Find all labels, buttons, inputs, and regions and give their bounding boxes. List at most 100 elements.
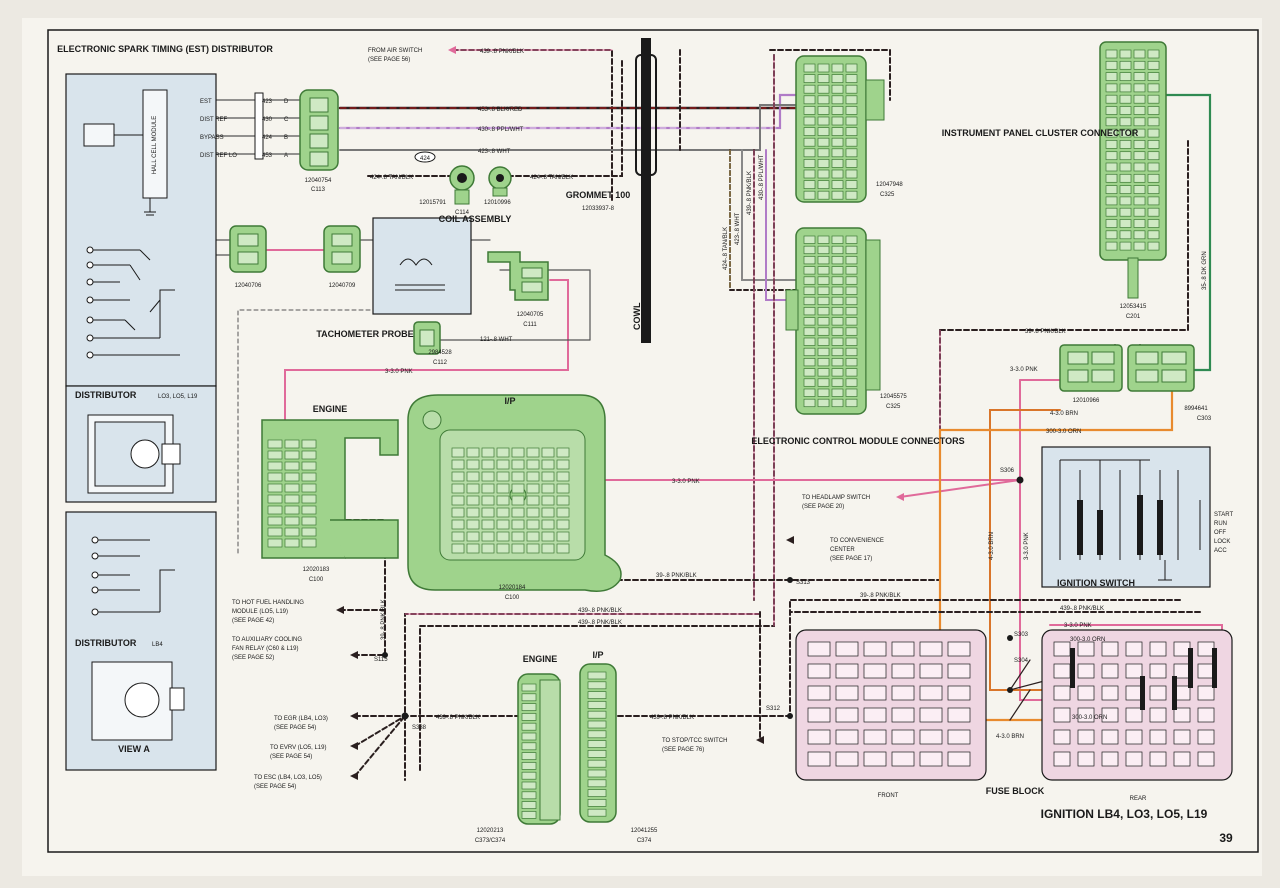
connector-cavity [845,63,858,73]
connector-cavity [521,713,537,721]
connector-cavity [831,378,844,387]
connector-cavity [845,388,858,397]
connector-c100-ip [407,394,622,592]
splice-s115: S115 [374,657,388,663]
connector-cavity [284,527,300,537]
c111-number: 12040705 [517,312,544,318]
connector-cavity [803,127,816,136]
connector-cavity [817,256,830,265]
connector-cavity [891,663,915,679]
connector-cavity [845,337,858,346]
connector-cavity [496,519,510,530]
connector-cavity [526,519,540,530]
connector-cavity [919,751,943,767]
connector-cavity [1147,230,1160,240]
connector-c303-a [1059,344,1123,392]
connector-cavity [1149,729,1167,745]
coil-assembly-box [372,217,472,315]
connector-cavity [845,307,858,316]
to-evrv: TO EVRV (LO5, L19) [270,745,326,751]
connector-cavity [1105,151,1118,161]
wire-439-top: 439-.8 PNK/BLK [480,49,524,55]
connector-cavity [481,471,495,482]
connector-cavity [807,729,831,745]
from-air-switch: FROM AIR SWITCH [368,48,422,54]
connector-cavity [466,531,480,542]
connector-cavity [1147,128,1160,138]
connector-cavity [1077,663,1095,679]
connector-cavity [1147,60,1160,70]
switch-lock: LOCK [1214,539,1230,545]
connector-c111 [487,251,549,301]
wire-439-vertical: 439-.8 PNK/BLK [747,171,753,215]
connector-cavity [267,538,283,548]
connector-cavity [845,317,858,326]
page-title: IGNITION LB4, LO3, LO5, L19 [1041,807,1208,821]
connector-cavity [835,729,859,745]
connector-cavity [831,159,844,168]
connector-cavity [845,116,858,126]
page-number: 39 [1219,831,1233,845]
connector-cavity [803,358,816,367]
connector-cavity [947,685,971,701]
connector-cavity [831,347,844,357]
to-stop-tcc: TO STOP/TCC SWITCH [662,738,727,744]
connector-cavity [845,106,858,115]
connector-cavity [496,495,510,506]
connector-cavity [301,505,317,515]
to-esc: TO ESC (LB4, LO3, LO5) [254,775,322,781]
connector-cavity [817,378,830,387]
connector-cavity [803,169,816,179]
connector-cavity [1133,60,1146,70]
to-evrv-page: (SEE PAGE 54) [270,754,312,760]
connector-cavity [587,740,607,748]
connector-cavity [1133,140,1146,149]
connector-cavity [817,337,830,346]
connector-cavity [863,707,887,723]
fuse-block-rear [1041,629,1233,781]
wire-423-vertical: 423-.8 WHT [735,212,741,245]
connector-cavity [466,507,480,518]
connector-cavity [1133,72,1146,81]
connector-cavity [803,307,816,316]
distributor-lb4-label: DISTRIBUTOR [75,638,137,648]
connector-cavity [1173,641,1191,657]
connector-cavity [1053,707,1071,723]
connector-cavity [845,358,858,367]
connector-cavity [1077,751,1095,767]
connector-cavity [1147,49,1160,59]
connector-cavity [556,519,570,530]
ecm-bottom-id: C325 [886,404,901,410]
connector-cavity [1197,707,1215,723]
connector-cavity [1105,49,1118,59]
connector-cavity [526,471,540,482]
connector-cavity [481,447,495,458]
connector-cavity [1105,60,1118,70]
connector-cavity [301,450,317,460]
wire-430: 430-.8 PPL/WHT [478,127,524,133]
connector-cavity [1119,241,1132,251]
connector-cavity [1105,173,1118,183]
c100-ip-id: C100 [505,595,520,601]
wire-39-a: 39-.8 PNK/BLK [1025,329,1066,335]
connector-cavity [1133,151,1146,161]
connector-cavity [521,801,537,809]
connector-cavity [526,495,540,506]
connector-cavity [817,358,830,367]
connector-cavity [1105,117,1118,127]
connector-cavity [466,483,480,494]
connector-cavity [1119,72,1132,81]
est-title-line1: ELECTRONIC SPARK TIMING (EST) DISTRIBUTO… [57,44,273,54]
connector-cavity [817,63,830,73]
connector-cavity [1119,230,1132,240]
connector-cavity [803,378,816,387]
c113-id: C113 [311,187,326,193]
connector-cavity [863,663,887,679]
ecm-bottom-number: 12045575 [880,394,907,400]
connector-cavity [481,507,495,518]
connector-cavity [845,84,858,94]
connector-cavity [587,671,607,680]
connector-cavity [845,378,858,387]
connector-cavity [835,685,859,701]
